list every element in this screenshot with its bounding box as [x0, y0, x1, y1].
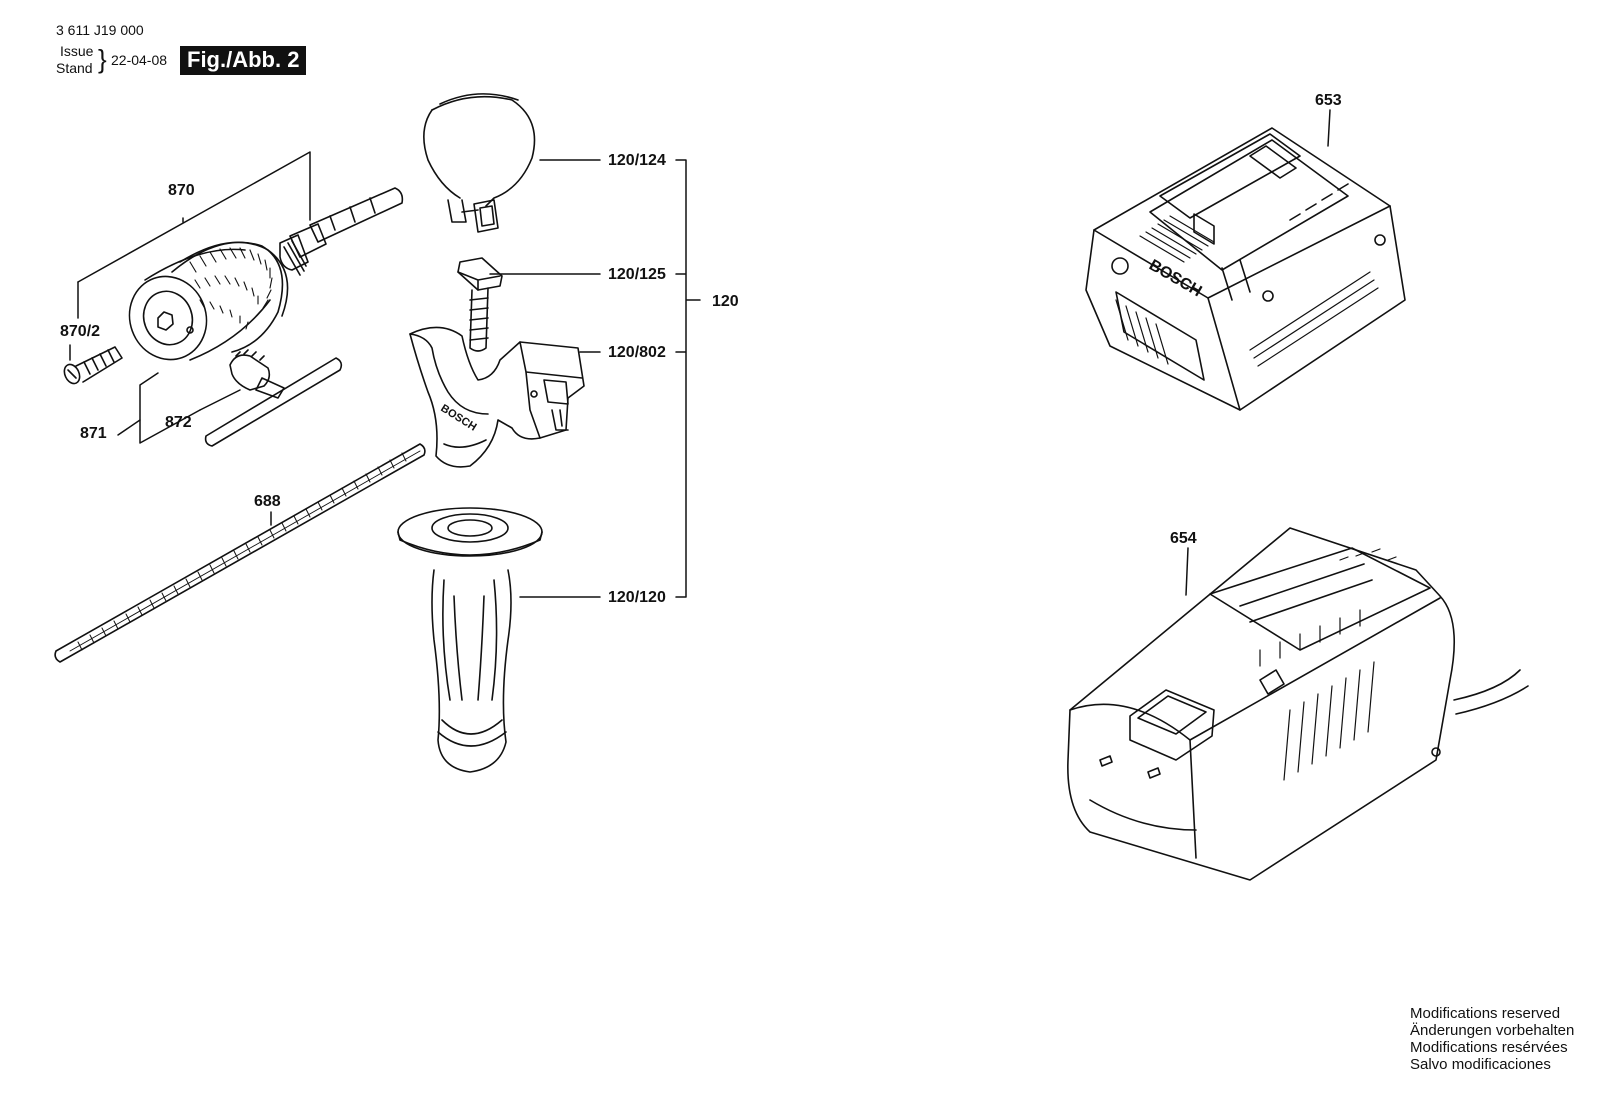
t-bolt-part [457, 257, 503, 352]
leader-871 [117, 409, 201, 444]
leader-lines [69, 109, 1331, 598]
footer-line-fr: Modifications resérvées [1410, 1039, 1568, 1056]
part-number: 3 611 J19 000 [56, 22, 144, 38]
footer-line-es: Salvo modificaciones [1410, 1056, 1551, 1073]
callout-120-125: 120/125 [608, 266, 666, 283]
callout-120-124: 120/124 [608, 152, 666, 169]
battery-pack-part: BOSCH [1085, 127, 1406, 411]
chuck-knurl [189, 247, 273, 330]
figure-badge: Fig./Abb. 2 [180, 46, 307, 75]
callout-120: 120 [712, 293, 739, 310]
footer-line-en: Modifications reserved [1410, 1005, 1561, 1022]
callout-870-2: 870/2 [60, 323, 100, 340]
leader-872 [199, 389, 241, 411]
issue-brace: } [98, 44, 107, 74]
sds-adapter-part [279, 187, 404, 276]
leader-653 [1327, 109, 1331, 147]
leader-870 [77, 151, 311, 283]
callout-688: 688 [254, 493, 281, 510]
charger-vents [1259, 548, 1397, 781]
leader-120-bracket [675, 159, 701, 598]
callout-120-120: 120/120 [608, 589, 666, 606]
callout-871: 871 [80, 425, 107, 442]
leader-871-vert [139, 372, 159, 421]
callout-653: 653 [1315, 92, 1342, 109]
issue-date: 22-04-08 [111, 52, 168, 68]
modifications-notice: Modifications reserved Änderungen vorbeh… [1410, 1005, 1574, 1073]
handle-bosch-logo: BOSCH [438, 402, 478, 433]
clamp-band-part [423, 93, 536, 233]
charger-part [1067, 527, 1529, 881]
handle-clamp-body-part: BOSCH [409, 326, 585, 468]
side-handle-part [397, 507, 543, 773]
drill-chuck-part [128, 241, 289, 361]
callout-120-802: 120/802 [608, 344, 666, 361]
stand-label: Stand [56, 60, 93, 76]
callout-870: 870 [168, 182, 195, 199]
issue-label: Issue [60, 43, 94, 59]
battery-bosch-logo: BOSCH [1146, 257, 1205, 301]
callout-labels: 870 870/2 871 872 688 120/124 120/125 12… [60, 92, 1342, 606]
depth-rod-part [54, 443, 426, 663]
footer-line-de: Änderungen vorbehalten [1410, 1022, 1575, 1039]
chuck-key-part [204, 349, 343, 447]
callout-872: 872 [165, 414, 192, 431]
screw-part [63, 346, 123, 385]
leader-654 [1185, 547, 1189, 596]
callout-654: 654 [1170, 530, 1197, 547]
